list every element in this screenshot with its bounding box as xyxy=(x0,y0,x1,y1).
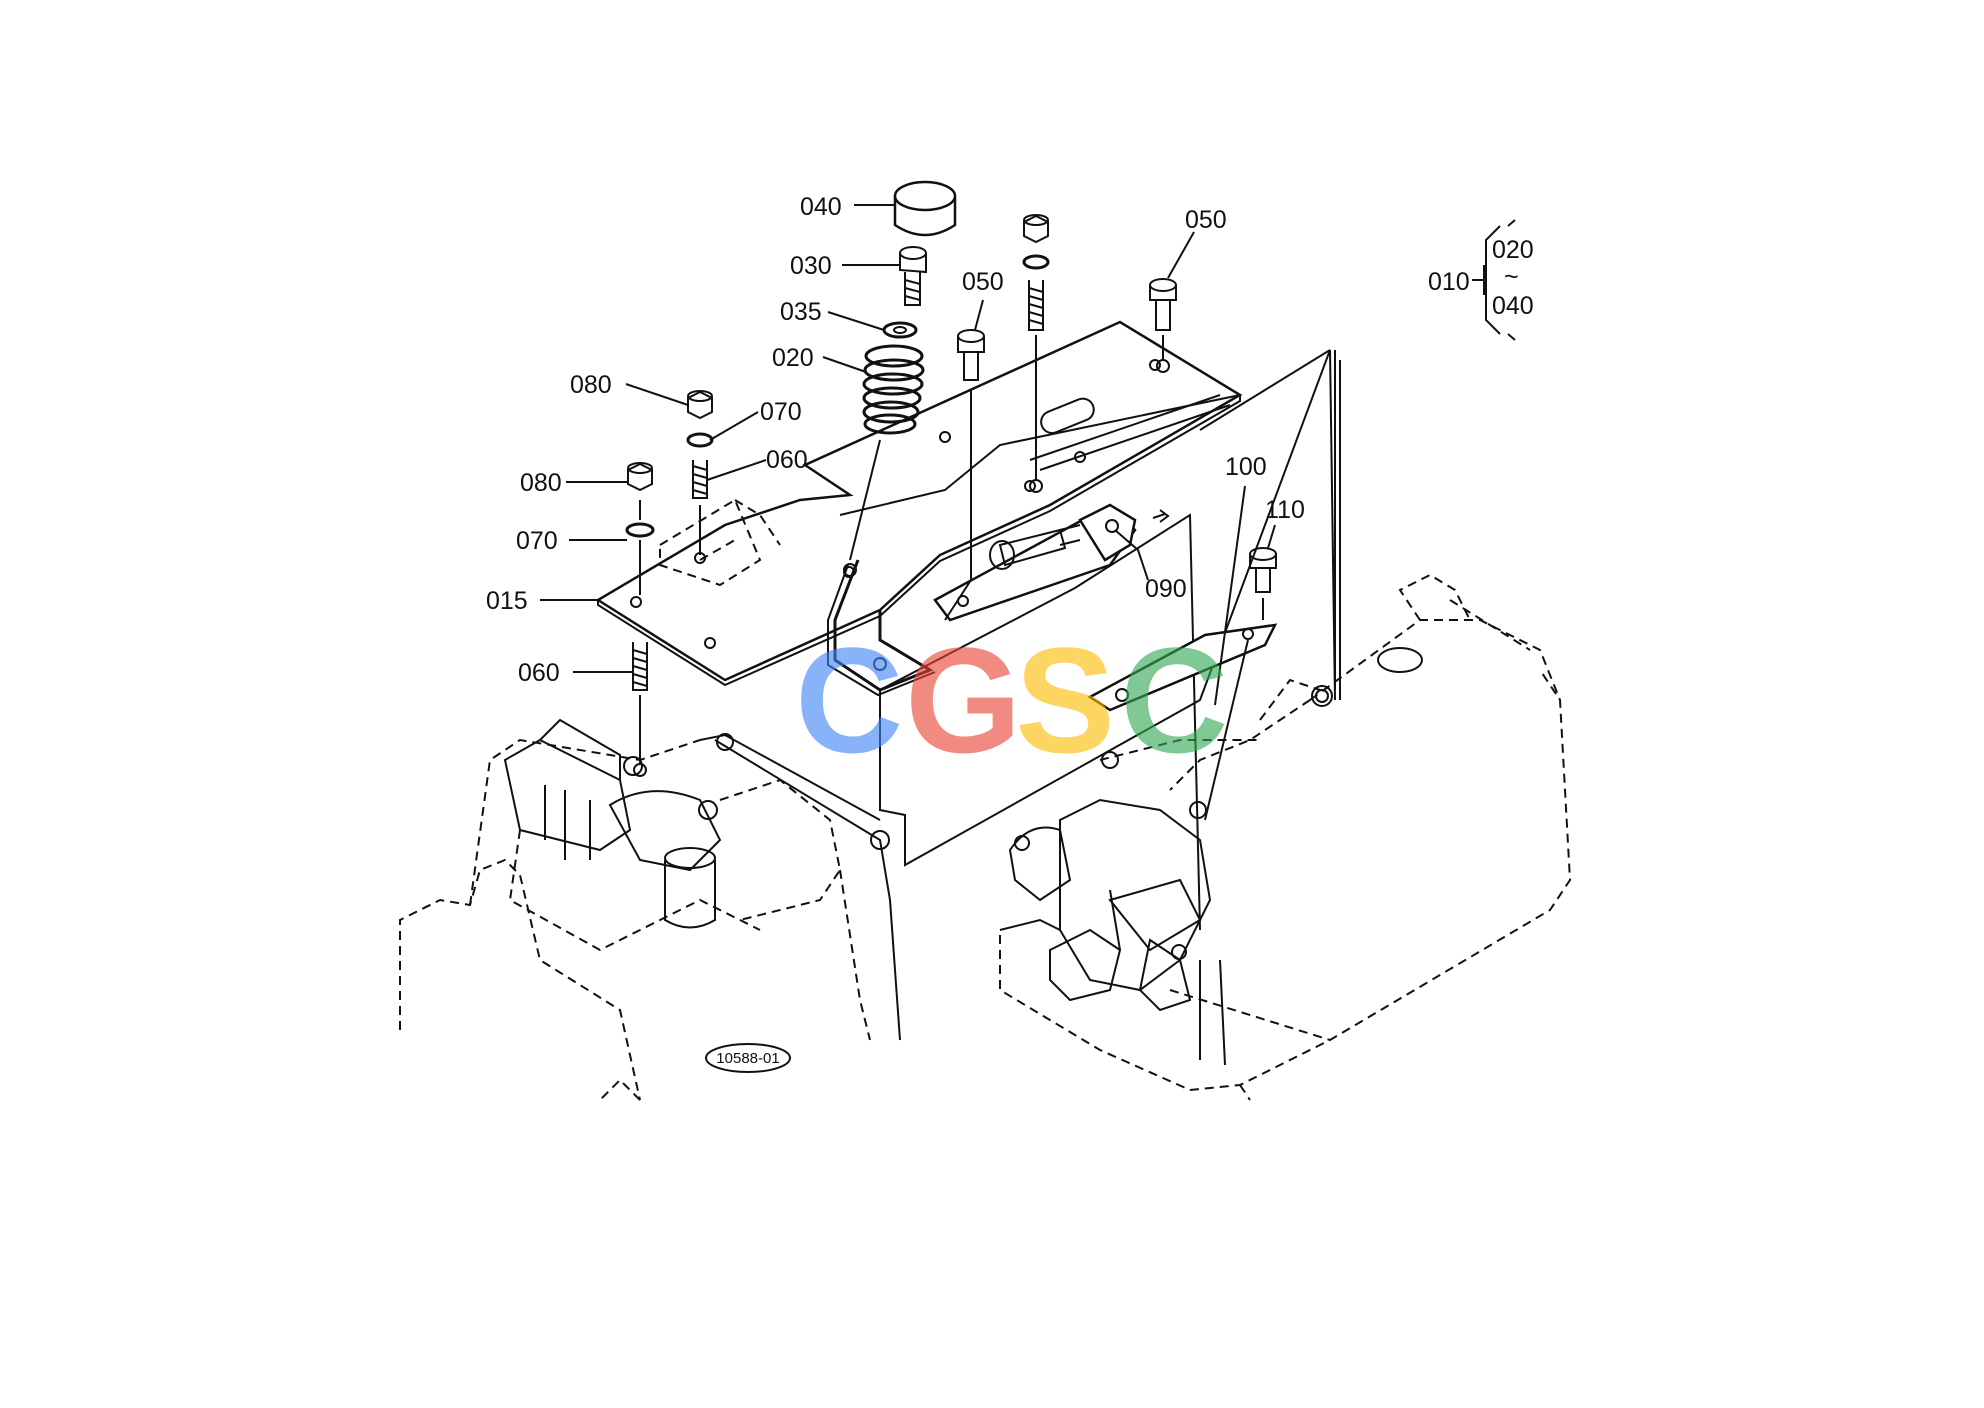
callout-015: 015 xyxy=(486,587,528,615)
assembly-reference: 010 020 ~ 040 xyxy=(1428,219,1534,341)
callout-050-left: 050 xyxy=(962,268,1004,296)
callout-035: 035 xyxy=(780,298,822,326)
spring-assembly xyxy=(843,180,957,577)
callout-100: 100 xyxy=(1225,453,1267,481)
drawing-code: 10588-01 xyxy=(716,1050,779,1067)
callout-070-upper: 070 xyxy=(760,398,802,426)
callout-050-right: 050 xyxy=(1185,206,1227,234)
callout-070-lower: 070 xyxy=(516,527,558,555)
watermark-letter-3: S xyxy=(1015,616,1115,784)
studs-left xyxy=(625,390,714,777)
bolts-right xyxy=(944,214,1341,821)
watermark-letter-4: C xyxy=(1120,616,1228,784)
drawing-code-badge: 10588-01 xyxy=(705,1043,791,1073)
callout-060-lower: 060 xyxy=(518,659,560,687)
callout-080-upper: 080 xyxy=(570,371,612,399)
leader-lines xyxy=(540,204,1276,706)
callout-080-lower: 080 xyxy=(520,469,562,497)
ref-parent-010: 010 xyxy=(1428,268,1470,296)
strap-100 xyxy=(1087,623,1278,712)
right-housing xyxy=(999,573,1572,1101)
cgsc-watermark: C G S C xyxy=(795,616,1228,784)
callout-110: 110 xyxy=(1265,496,1305,524)
callout-090: 090 xyxy=(1145,575,1187,603)
callout-060-upper: 060 xyxy=(766,446,808,474)
ref-range-mark: ~ xyxy=(1504,263,1519,291)
top-plate-015 xyxy=(595,320,1243,687)
side-panel-plate xyxy=(879,349,1336,931)
callout-040: 040 xyxy=(800,193,842,221)
u-bracket xyxy=(827,559,936,697)
watermark-letter-2: G xyxy=(905,616,1022,784)
ref-from-020: 020 xyxy=(1492,236,1534,264)
callout-020: 020 xyxy=(772,344,814,372)
ref-to-040: 040 xyxy=(1492,292,1534,320)
left-housing xyxy=(399,718,901,1101)
watermark-letter-1: C xyxy=(795,616,903,784)
callout-030: 030 xyxy=(790,252,832,280)
